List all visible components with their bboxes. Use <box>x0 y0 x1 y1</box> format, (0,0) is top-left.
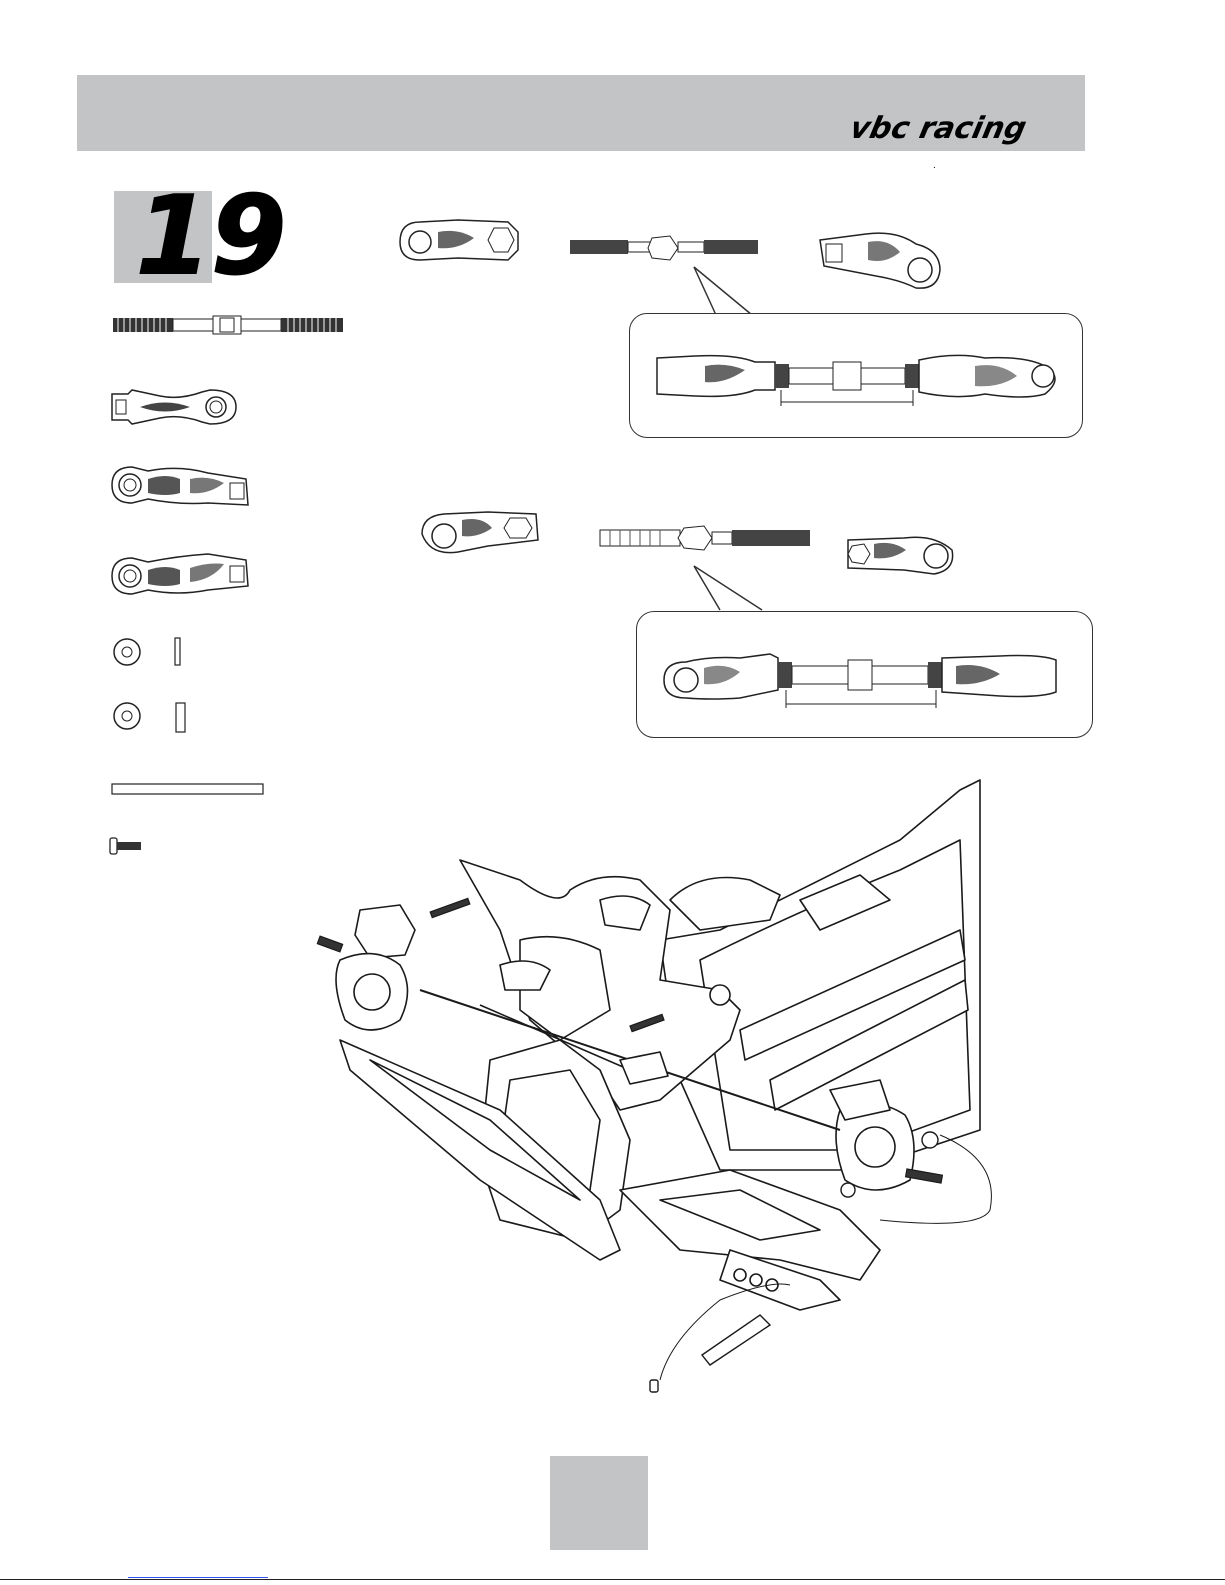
step-number-text: 19 <box>136 174 286 299</box>
ball-cup-icon <box>816 226 944 294</box>
brand-logo-text: vbc racing <box>847 111 1030 146</box>
footer-link-underline <box>128 1577 268 1578</box>
offset-ball-cup-icon <box>108 463 254 513</box>
assembled-link-icon <box>655 350 1073 410</box>
footer-rule <box>0 1579 1225 1580</box>
turnbuckle-icon <box>112 314 348 336</box>
assembled-link-icon <box>660 650 1070 712</box>
screw-icon <box>109 836 143 856</box>
step-number: 19 <box>118 175 288 295</box>
callout-pointer <box>690 564 770 616</box>
spacer-icon <box>173 637 183 667</box>
ball-cup-icon <box>398 214 522 264</box>
hinge-pin-icon <box>111 782 265 796</box>
ball-cup-icon <box>844 530 960 578</box>
brand-logo: vbc racing <box>855 108 1065 152</box>
turnbuckle-icon <box>600 524 812 554</box>
offset-ball-cup-icon <box>108 550 254 600</box>
washer-icon <box>112 701 142 731</box>
stray-mark: . <box>933 160 936 171</box>
spacer-icon <box>174 702 188 734</box>
washer-icon <box>112 637 142 667</box>
turnbuckle-icon <box>570 234 760 262</box>
offset-ball-cup-icon <box>418 506 542 564</box>
page-number-tab <box>550 1456 648 1550</box>
ball-cup-icon <box>110 386 240 428</box>
chassis-assembly-drawing <box>300 780 1020 1400</box>
